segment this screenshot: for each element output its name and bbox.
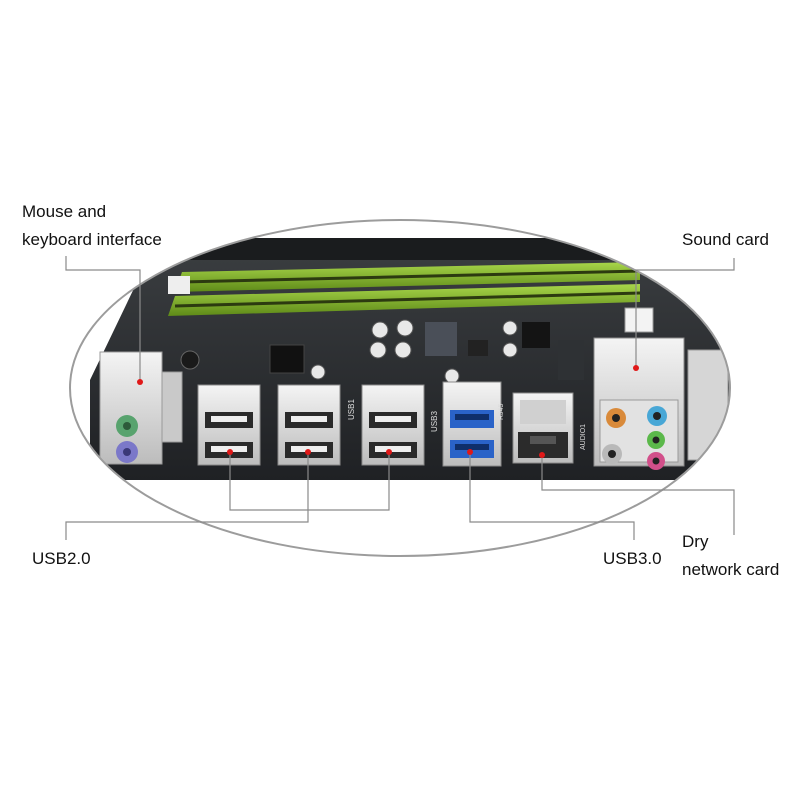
usb1-silkscreen: USB1 xyxy=(347,399,356,420)
marker-usb2-a xyxy=(227,449,233,455)
leader-usb3 xyxy=(469,452,635,540)
ram-slots xyxy=(168,238,650,316)
callout-ellipse xyxy=(69,219,731,557)
marker-usb2-b xyxy=(305,449,311,455)
usb2-stack-3 xyxy=(361,384,425,466)
rj45-port xyxy=(512,392,574,464)
marker-usb3 xyxy=(467,449,473,455)
board-components xyxy=(180,307,654,384)
leader-sound-card xyxy=(635,258,735,368)
marker-audio xyxy=(633,365,639,371)
leader-lines xyxy=(65,256,735,540)
board-photo-area: USB1 USB3 RJ45 AUDIO1 xyxy=(70,220,730,556)
label-usb2: USB2.0 xyxy=(32,549,91,568)
marker-rj45 xyxy=(539,452,545,458)
leader-network xyxy=(541,455,735,535)
usb2-stack-1 xyxy=(197,384,261,466)
rj45-silkscreen: RJ45 xyxy=(498,404,505,420)
label-mouse-keyboard-line1: Mouse and xyxy=(22,202,107,221)
inductor xyxy=(522,322,550,348)
audio-jack-block xyxy=(593,337,729,470)
chip xyxy=(425,322,457,356)
marker-usb2-c xyxy=(386,449,392,455)
marker-ps2 xyxy=(137,379,143,385)
label-network: Dry network card xyxy=(682,528,779,584)
power-connector xyxy=(624,307,654,333)
markers xyxy=(137,365,639,458)
label-mouse-keyboard-line2: keyboard interface xyxy=(22,230,162,249)
leader-usb2-bracket xyxy=(229,452,390,511)
label-network-line2: network card xyxy=(682,560,780,579)
label-network-line1: Dry xyxy=(682,532,709,551)
usb3-silkscreen: USB3 xyxy=(430,411,439,432)
label-mouse-keyboard: Mouse and keyboard interface xyxy=(22,198,162,254)
leader-mouse-keyboard xyxy=(65,256,141,382)
label-sound-card: Sound card xyxy=(682,230,769,249)
leader-usb2 xyxy=(65,452,309,540)
audio-silkscreen: AUDIO1 xyxy=(580,424,587,450)
label-usb3: USB3.0 xyxy=(603,549,662,568)
ps2-port xyxy=(99,351,183,465)
